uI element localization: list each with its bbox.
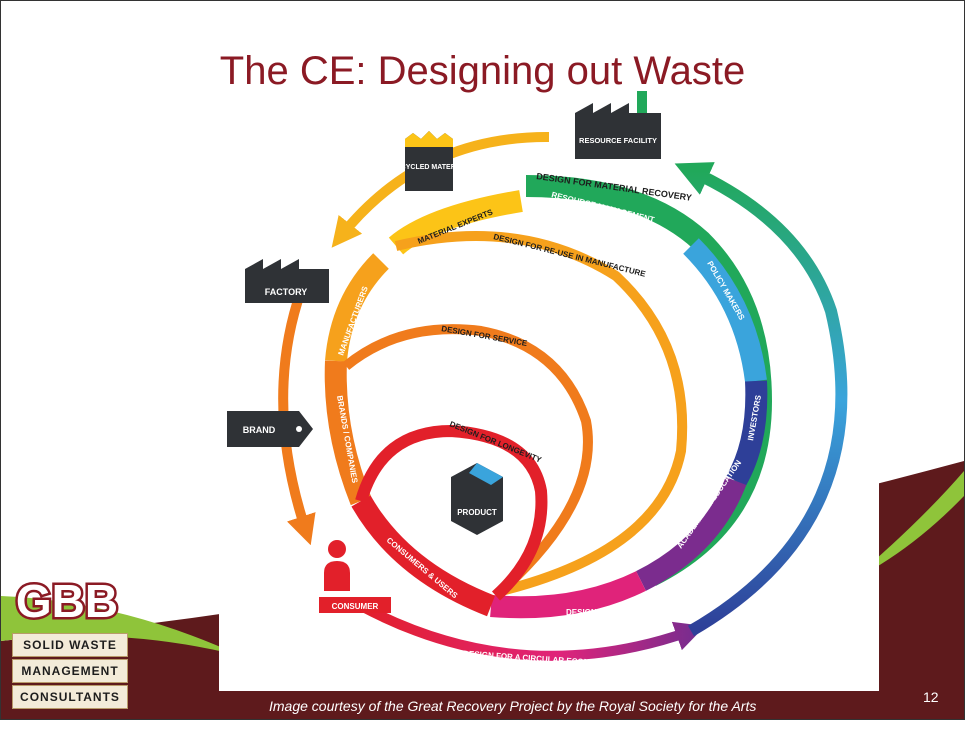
recycled-material-top xyxy=(405,131,453,147)
recycled-material-node: RECYCLED MATERIAL xyxy=(391,131,468,191)
consumer-head-icon xyxy=(328,540,346,558)
gbb-logo: GBB SOLID WASTE MANAGEMENT CONSULTANTS xyxy=(8,573,128,713)
product-box-lid xyxy=(469,463,503,485)
reuse-loop xyxy=(394,231,688,596)
design-band xyxy=(490,571,646,619)
resource-facility-node: RESOURCE FACILITY xyxy=(575,91,661,159)
investors-band xyxy=(726,380,768,487)
consumer-body-icon xyxy=(324,561,350,591)
factory-icon xyxy=(575,103,661,159)
factory-icon xyxy=(245,259,329,303)
outer-flow-arc-left xyxy=(278,289,316,546)
logo-line-2: MANAGEMENT xyxy=(12,659,128,683)
brand-tag-icon xyxy=(227,411,313,447)
outer-flow-arc-bottom xyxy=(358,601,706,661)
logo-line-3: CONSULTANTS xyxy=(12,685,128,709)
gbb-mark-icon: GBB xyxy=(13,573,120,629)
service-loop xyxy=(342,324,593,595)
consumer-label: CONSUMER xyxy=(332,602,379,611)
consumer-plate xyxy=(319,597,391,613)
brand-tag-hole xyxy=(296,426,302,432)
design-label: DESIGN xyxy=(566,608,597,617)
influencers-arc xyxy=(674,162,848,637)
product-label: PRODUCT xyxy=(457,508,497,517)
longevity-loop xyxy=(355,424,548,601)
academics-band xyxy=(635,476,747,591)
brands-band xyxy=(324,360,372,506)
image-credit-caption: Image courtesy of the Great Recovery Pro… xyxy=(269,698,757,714)
logo-line-1: SOLID WASTE xyxy=(12,633,128,657)
green-accent-left xyxy=(1,596,241,656)
resource-facility-label: RESOURCE FACILITY xyxy=(579,136,657,145)
page-number: 12 xyxy=(923,689,939,705)
brand-label: BRAND xyxy=(243,425,276,435)
gbb-mark: GBB xyxy=(16,575,118,627)
green-chimney xyxy=(637,91,647,121)
consumer-node: CONSUMER xyxy=(319,540,391,613)
slide-title: The CE: Designing out Waste xyxy=(219,49,746,93)
brand-node: BRAND xyxy=(227,411,313,447)
policy-investors-band xyxy=(683,238,767,383)
recycled-material-label: RECYCLED MATERIAL xyxy=(391,164,468,171)
manufacturers-band xyxy=(325,253,389,363)
product-node: PRODUCT xyxy=(451,463,503,535)
factory-node: FACTORY xyxy=(245,259,329,303)
consumers-band xyxy=(351,495,496,617)
factory-label: FACTORY xyxy=(265,287,308,297)
